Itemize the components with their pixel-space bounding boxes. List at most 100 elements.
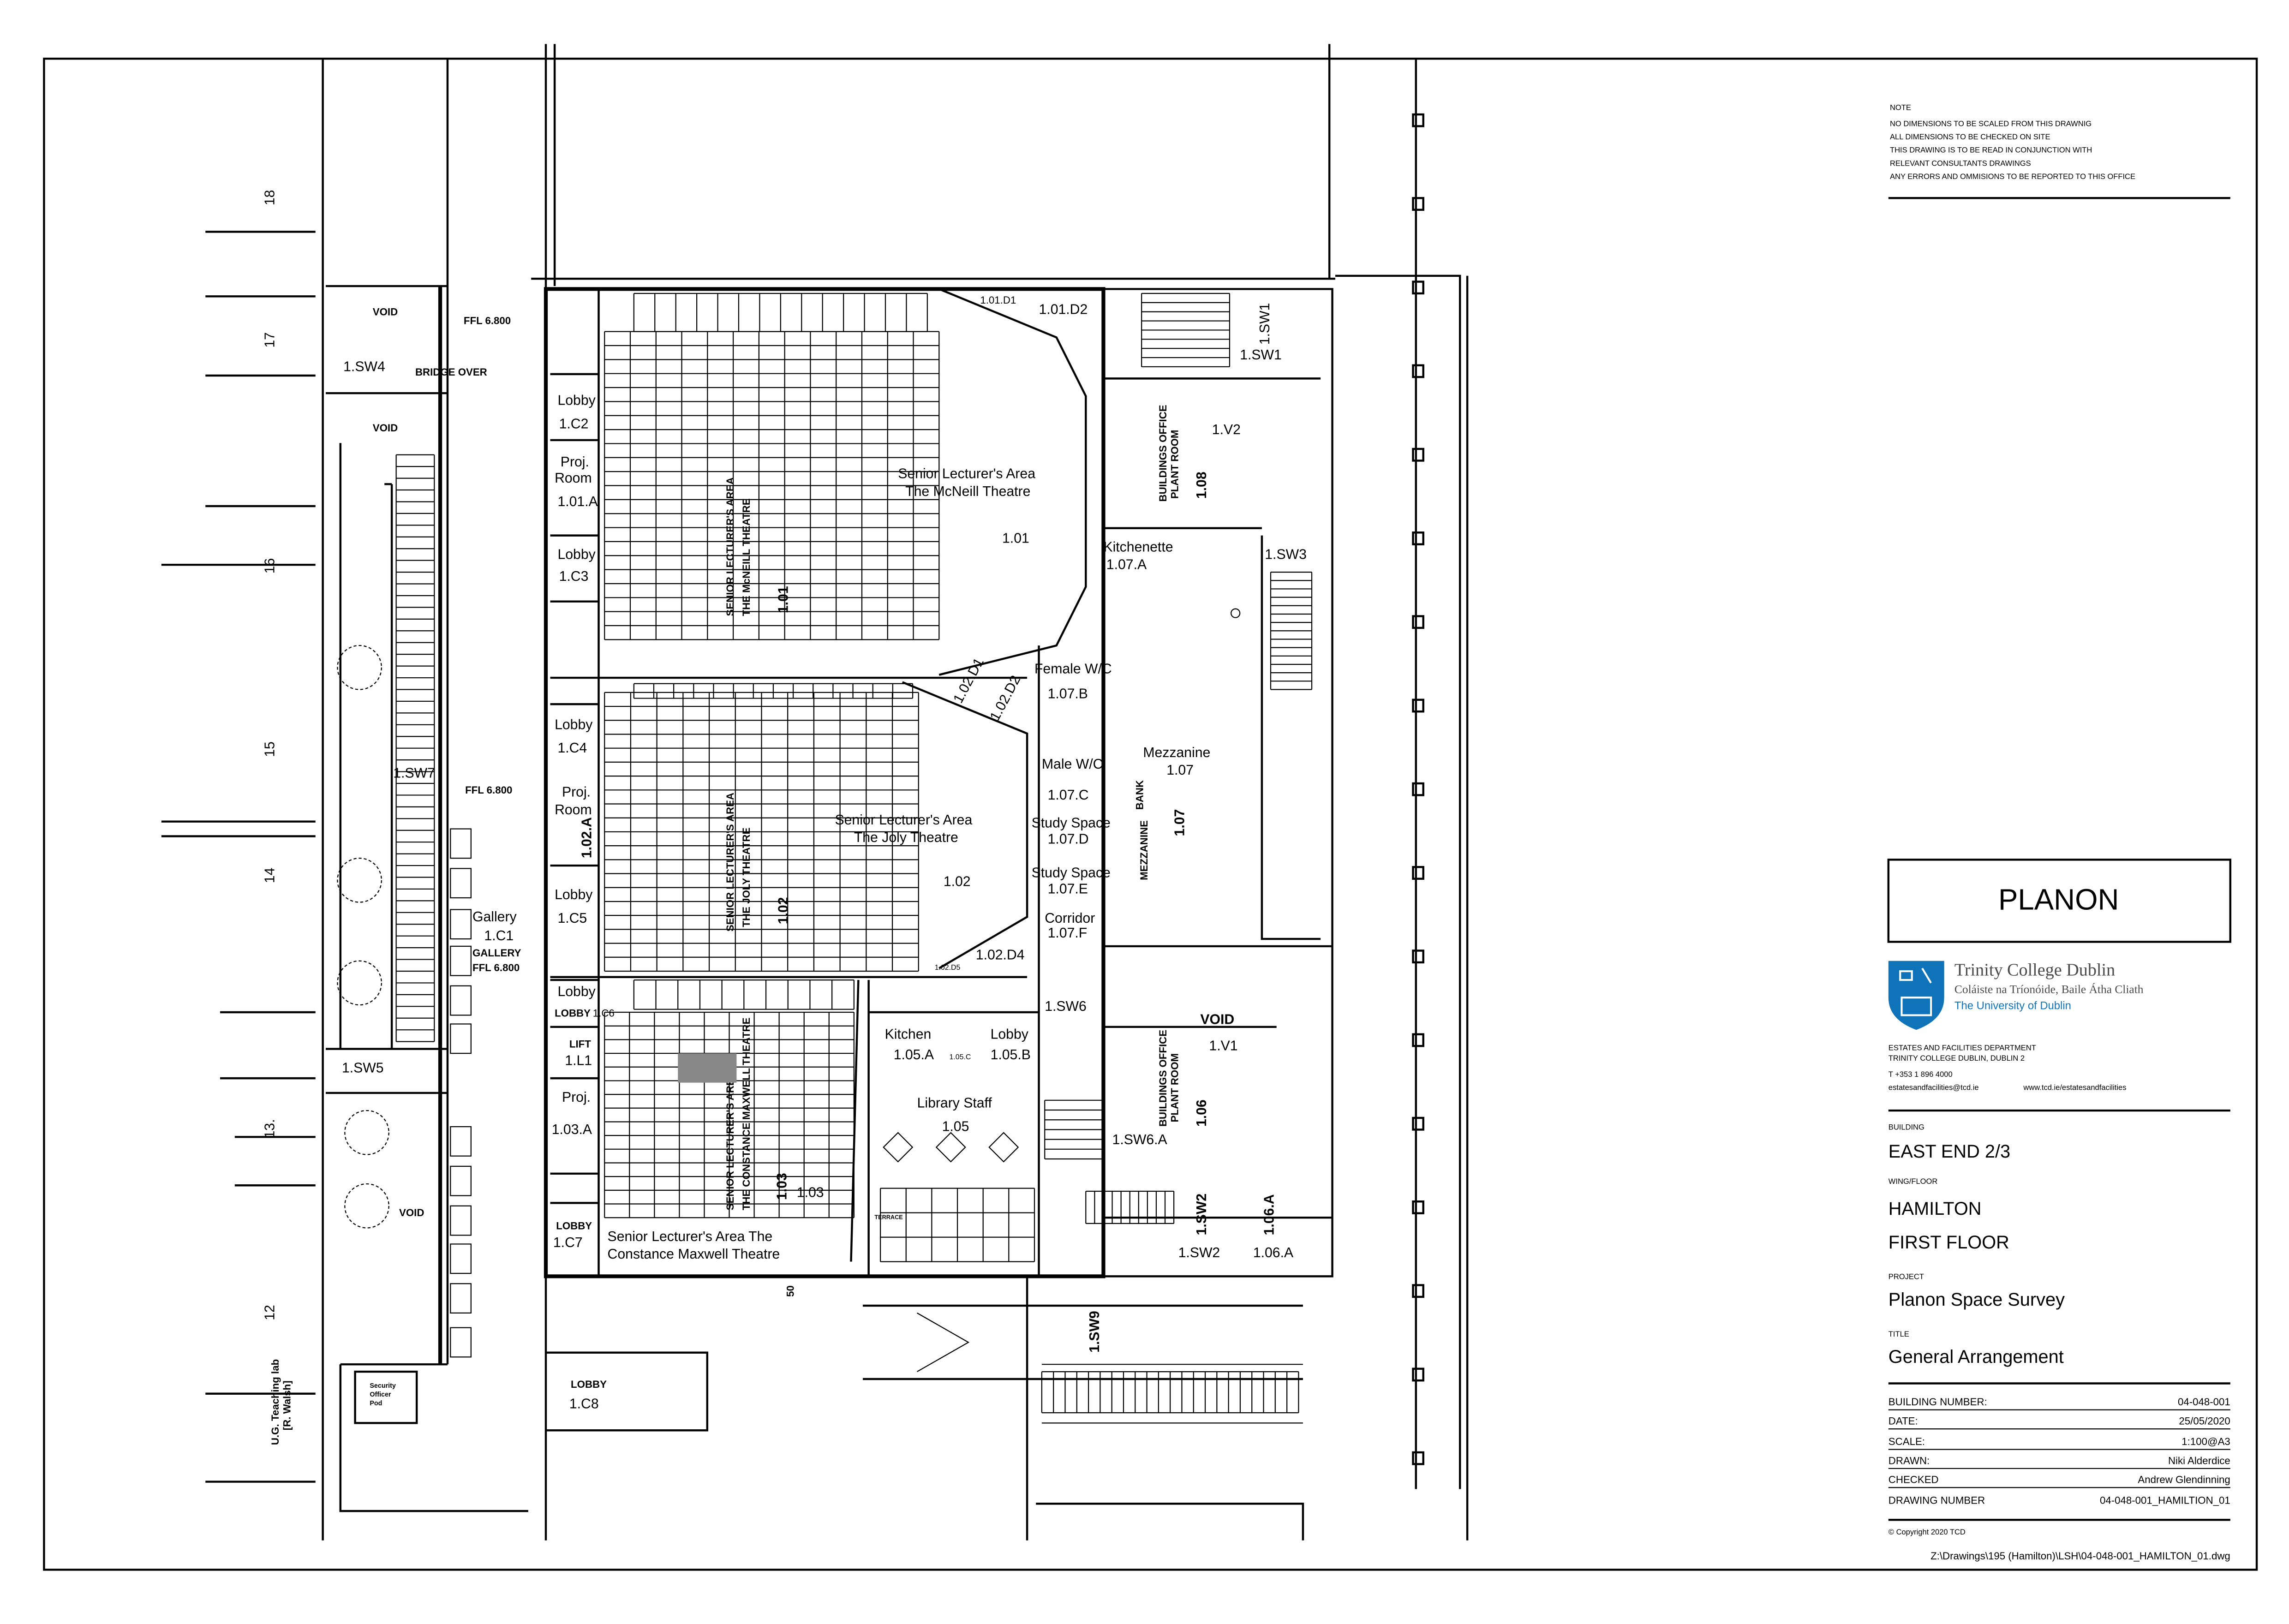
logo-irish: Coláiste na Tríonóide, Baile Átha Cliath <box>1954 983 2144 996</box>
label-void: VOID <box>399 1207 424 1218</box>
room-label: 1.02.D2 <box>987 673 1024 723</box>
note-line: RELEVANT CONSULTANTS DRAWINGS <box>1890 159 2031 167</box>
room-label: The McNeill Theatre <box>905 484 1030 499</box>
tree-icon <box>337 645 389 1229</box>
room-label: 1.01 <box>1002 531 1029 546</box>
room-label: MEZZANINE <box>1138 820 1150 880</box>
room-label: LOBBY <box>555 1008 591 1019</box>
room-label: 1.SW6.A <box>1112 1132 1168 1147</box>
room-label: 1.02 <box>776 897 791 924</box>
svg-text:DRAWN:: DRAWN: <box>1889 1455 1930 1466</box>
room-label: TERRACE <box>874 1213 902 1220</box>
svg-text:BUILDING NUMBER:: BUILDING NUMBER: <box>1889 1396 1987 1408</box>
room-label: Lobby <box>557 984 596 999</box>
room-label: Study Space <box>1032 866 1111 881</box>
room-label: 1.07 <box>1166 763 1194 778</box>
room-label: 1.02 <box>944 874 971 890</box>
room-label: THE CONSTANCE MAXWELL THEATRE <box>741 1018 752 1211</box>
room-label: Female W/C <box>1034 662 1112 677</box>
logo-name: Trinity College Dublin <box>1954 961 2115 980</box>
room-label: 1.SW9 <box>1087 1311 1102 1353</box>
label-1sw5: 1.SW5 <box>342 1060 384 1075</box>
room-label: LIFT <box>569 1038 591 1050</box>
label-gallery-caps: GALLERY <box>472 947 521 959</box>
dept-web: www.tcd.ie/estatesandfacilities <box>2023 1083 2126 1092</box>
room-label: 1.01 <box>776 586 791 613</box>
title-block: NOTE NO DIMENSIONS TO BE SCALED FROM THI… <box>1887 103 2232 1562</box>
room-label: Lobby <box>557 393 596 408</box>
room-label: Room <box>555 471 592 486</box>
room-label: Kitchen <box>885 1027 932 1042</box>
room-label: 1.01.D2 <box>1039 302 1088 317</box>
room-label: LOBBY <box>556 1220 592 1232</box>
label-1c1: 1.C1 <box>484 928 514 943</box>
room-label: 1.03.A <box>552 1122 592 1137</box>
room-label: 1.07.D <box>1048 831 1089 847</box>
wing-value: HAMILTON <box>1889 1199 1982 1219</box>
svg-text:25/05/2020: 25/05/2020 <box>2179 1415 2230 1427</box>
room-label: BANK <box>1134 780 1145 810</box>
note-line: THIS DRAWING IS TO BE READ IN CONJUNCTIO… <box>1890 146 2092 155</box>
logo-sub: The University of Dublin <box>1954 1000 2071 1012</box>
room-label: 1.C8 <box>569 1397 599 1412</box>
bay-number: 15 <box>263 741 278 757</box>
bay-number: 12 <box>263 1305 278 1320</box>
room-label: 1.C6 <box>593 1008 615 1019</box>
bay-number: 17 <box>263 332 278 348</box>
room-label: 1.02.D4 <box>976 948 1025 963</box>
wing-label: WING/FLOOR <box>1889 1177 1938 1186</box>
room-label: Study Space <box>1032 815 1111 830</box>
room-label: 1.SW2 <box>1194 1194 1209 1236</box>
room-label: 1.L1 <box>565 1053 592 1069</box>
label-teaching-lab: U.G. Teaching lab <box>269 1359 281 1445</box>
copyright: © Copyright 2020 TCD <box>1889 1528 1966 1536</box>
sheet-border <box>43 57 2258 1571</box>
security-pod <box>354 1370 418 1424</box>
room-label: 1.07 <box>1172 809 1187 836</box>
svg-text:DATE:: DATE: <box>1889 1415 1918 1427</box>
facade-windows <box>1412 113 1424 1465</box>
room-label: BUILDINGS OFFICE <box>1157 1030 1169 1127</box>
room-label: 1.01.D1 <box>980 294 1016 306</box>
room-label: 1.02.D5 <box>935 964 961 972</box>
room-label: 1.SW1 <box>1257 303 1273 345</box>
svg-text:1:100@A3: 1:100@A3 <box>2181 1436 2230 1447</box>
label-1sw4: 1.SW4 <box>343 359 385 374</box>
svg-text:Niki Alderdice: Niki Alderdice <box>2168 1455 2230 1466</box>
dept-address: TRINITY COLLEGE DUBLIN, DUBLIN 2 <box>1889 1054 2025 1063</box>
room-label: Library Staff <box>917 1096 992 1111</box>
room-label: 1.SW1 <box>1240 347 1282 363</box>
room-label: 1.V2 <box>1212 422 1241 437</box>
label-ffl: FFL 6.800 <box>465 784 512 796</box>
room-label: 1.05.B <box>991 1047 1031 1063</box>
room-label: Proj. <box>562 1090 591 1105</box>
room-label: 1.02.A <box>580 817 595 858</box>
room-label: 1.07.E <box>1048 881 1088 896</box>
label-void: VOID <box>373 306 398 318</box>
label-teaching-lab-owner: [R. Walsh] <box>281 1380 293 1430</box>
room-label: 1.08 <box>1194 472 1209 499</box>
theatre-seating <box>604 293 940 1218</box>
room-label: 1.SW3 <box>1265 547 1307 562</box>
hatched-area <box>678 1053 737 1083</box>
project-value: Planon Space Survey <box>1889 1290 2065 1310</box>
room-label: 1.C4 <box>557 740 587 756</box>
label-ffl: FFL 6.800 <box>464 315 511 327</box>
bay-number: 13. <box>263 1119 278 1139</box>
info-row: SCALE: 1:100@A3 <box>1889 1436 2230 1450</box>
label-security: Pod <box>370 1400 382 1407</box>
label-void: VOID <box>373 422 398 434</box>
stairs <box>395 293 1313 1414</box>
room-label: 1.05.A <box>894 1047 934 1063</box>
note-line: ALL DIMENSIONS TO BE CHECKED ON SITE <box>1890 132 2050 141</box>
room-label: The Joly Theatre <box>854 830 958 845</box>
svg-text:CHECKED: CHECKED <box>1889 1474 1939 1486</box>
room-label: Kitchenette <box>1103 540 1173 555</box>
gallery-seating <box>450 828 472 1358</box>
room-label: 1.V1 <box>1209 1039 1237 1054</box>
room-label: 1.07.B <box>1048 687 1088 702</box>
room-label: PLANT ROOM <box>1169 1053 1181 1122</box>
project-label: PROJECT <box>1889 1272 1924 1281</box>
room-label: Corridor <box>1045 911 1095 926</box>
room-label: Room <box>555 802 592 818</box>
